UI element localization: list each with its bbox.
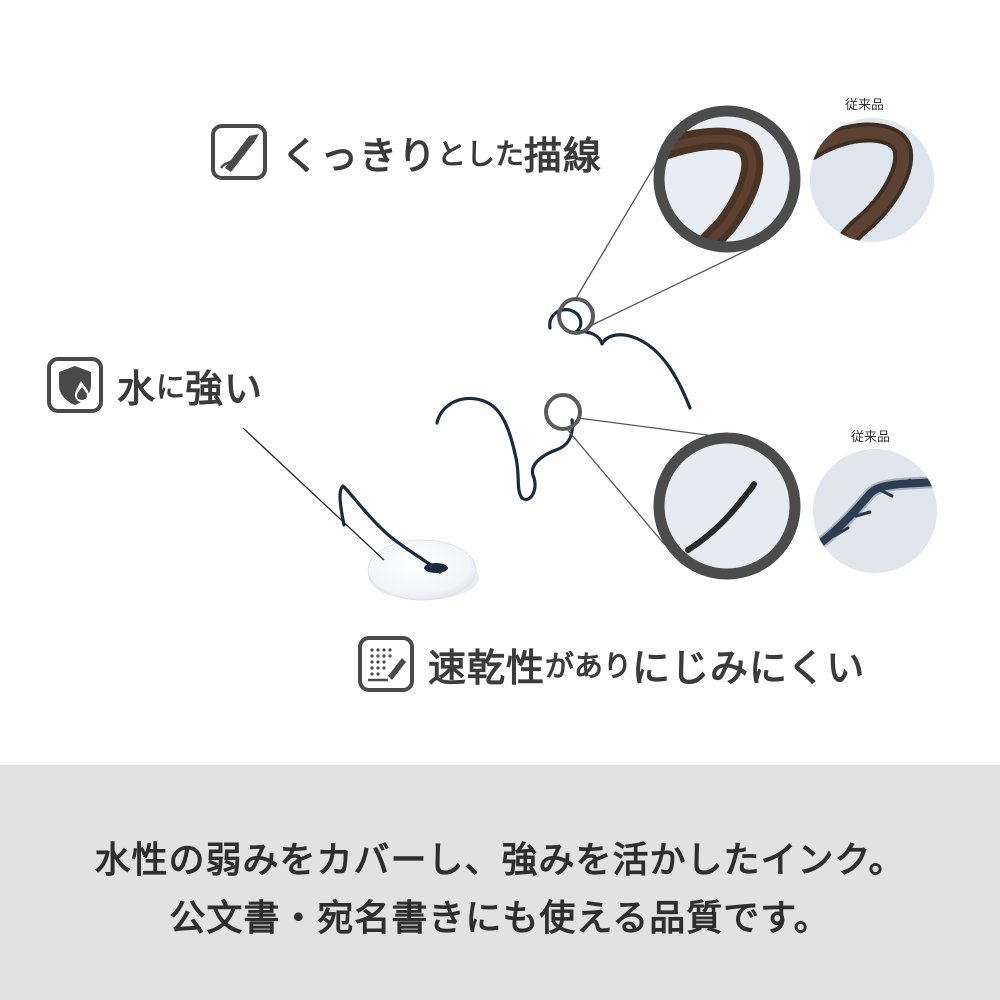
feature-quickdry-title-particle: があり — [545, 649, 633, 683]
comparison-circle-1 — [810, 118, 934, 242]
conventional-product-label-1: 従来品 — [845, 98, 885, 113]
feature-sharp-title-main: くっきり — [281, 133, 438, 178]
zoom-circle-no-bleed — [653, 432, 801, 580]
feature-sharp-title-end: 描線 — [524, 133, 603, 178]
ink-smudge-on-droplet — [424, 563, 448, 573]
comparison-circle-2 — [813, 449, 937, 573]
shield-water-drop-icon — [47, 357, 103, 413]
footer-text-line-1: 水性の弱みをカバーし、強みを活かしたインク。 — [94, 840, 906, 881]
water-connector-line — [242, 427, 385, 561]
footer-banner: 水性の弱みをカバーし、強みを活かしたインク。 公文書・宛名書きにも使える品質です… — [0, 765, 1000, 1000]
zoom-circle-sharp-line — [653, 105, 801, 253]
product-feature-panel: くっきりとした描線 水に強い 速乾性がありにじみにくい 従来品 従来品 — [47, 98, 937, 692]
footer-text-line-2: 公文書・宛名書きにも使える品質です。 — [169, 898, 831, 939]
feature-quickdry-title-end: にじみにくい — [632, 645, 866, 690]
highlight-circle-2 — [544, 393, 582, 431]
pen-tip-icon — [211, 124, 267, 180]
feature-sharp-title-particle: とした — [437, 137, 525, 171]
handwritten-ink-strokes — [338, 308, 692, 574]
feature-sharp-line: くっきりとした描線 — [211, 124, 602, 180]
paper-dots-pen-icon — [358, 636, 414, 692]
feature-quickdry-title-main: 速乾性 — [428, 645, 546, 690]
feature-water-title-end: 強い — [185, 366, 264, 411]
feature-water-resistant: 水に強い — [47, 357, 263, 413]
feature-water-title-main: 水 — [117, 366, 157, 411]
conventional-product-label-2: 従来品 — [851, 430, 891, 445]
feature-water-title-particle: に — [156, 370, 186, 404]
highlight-circle-1 — [557, 297, 595, 335]
feature-quick-dry: 速乾性がありにじみにくい — [358, 636, 865, 692]
ink-illustration — [242, 105, 937, 601]
water-droplet — [367, 539, 477, 601]
